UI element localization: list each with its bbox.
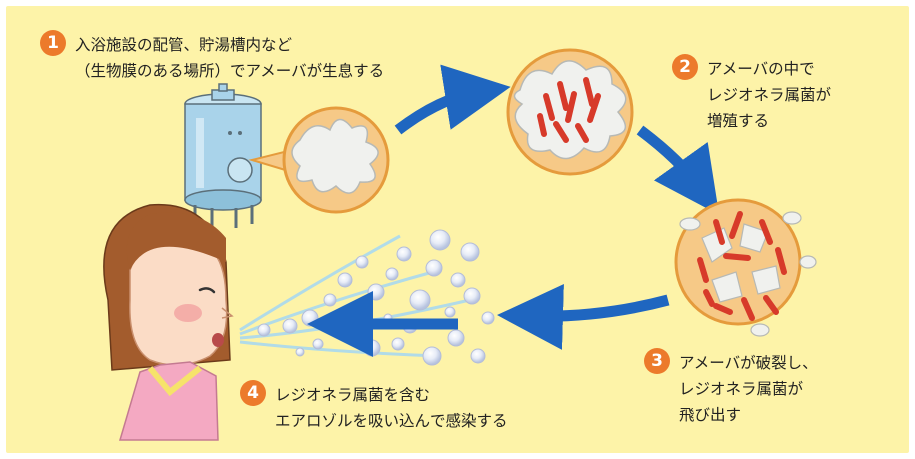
step-2-line-1: アメーバの中で xyxy=(707,56,831,82)
step-4-text: レジオネラ属菌を含む エアロゾルを吸い込んで感染する xyxy=(275,382,508,434)
step-3-line-3: 飛び出す xyxy=(679,402,818,428)
step-2-badge: 2 xyxy=(672,54,698,80)
step-4-badge: 4 xyxy=(240,380,266,406)
flow-arrow-icon xyxy=(530,300,668,316)
step-3-text: アメーバが破裂し、 レジオネラ属菌が 飛び出す xyxy=(679,350,818,428)
step-3-line-1: アメーバが破裂し、 xyxy=(679,350,818,376)
step-3-line-2: レジオネラ属菌が xyxy=(679,376,818,402)
step-4-line-2: エアロゾルを吸い込んで感染する xyxy=(275,408,508,434)
step-4-label: 4 レジオネラ属菌を含む エアロゾルを吸い込んで感染する xyxy=(240,382,508,434)
step-4-line-1: レジオネラ属菌を含む xyxy=(275,382,508,408)
step-3-badge: 3 xyxy=(644,348,670,374)
step-1-label: 1 入浴施設の配管、貯湯槽内など （生物膜のある場所）でアメーバが生息する xyxy=(40,32,384,84)
spray-lines xyxy=(240,236,470,356)
step-2-line-2: レジオネラ属菌が xyxy=(707,82,831,108)
amoeba-cell-icon xyxy=(252,108,388,212)
step-3-label: 3 アメーバが破裂し、 レジオネラ属菌が 飛び出す xyxy=(644,350,818,428)
flow-arrow-icon xyxy=(398,92,478,130)
step-1-badge: 1 xyxy=(40,30,66,56)
flow-arrow-icon xyxy=(640,130,700,188)
amoeba-cell-icon xyxy=(508,50,632,174)
person-face-icon xyxy=(104,205,232,440)
step-1-line-2: （生物膜のある場所）でアメーバが生息する xyxy=(75,58,384,84)
step-1-text: 入浴施設の配管、貯湯槽内など （生物膜のある場所）でアメーバが生息する xyxy=(75,32,384,84)
amoeba-cell-icon xyxy=(676,200,816,336)
water-tank-icon xyxy=(185,84,261,230)
step-2-label: 2 アメーバの中で レジオネラ属菌が 増殖する xyxy=(672,56,831,134)
step-1-line-1: 入浴施設の配管、貯湯槽内など xyxy=(75,32,384,58)
step-2-text: アメーバの中で レジオネラ属菌が 増殖する xyxy=(707,56,831,134)
step-2-line-3: 増殖する xyxy=(707,108,831,134)
